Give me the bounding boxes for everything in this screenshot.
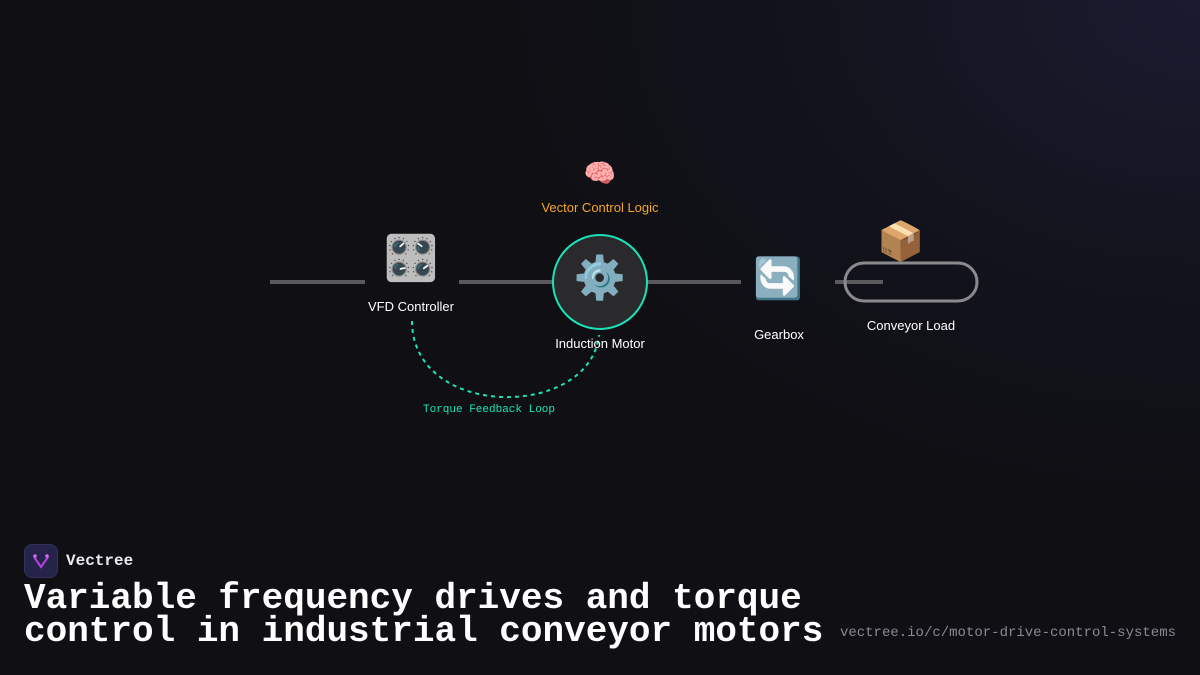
title-line-2: control in industrial conveyor motors	[24, 611, 824, 652]
node-label-gearbox: Gearbox	[754, 327, 804, 342]
conveyor-belt	[843, 261, 979, 303]
brand: Vectree	[24, 544, 133, 578]
brain-icon: 🧠	[583, 159, 617, 189]
title-line-1: Variable frequency drives and torque	[24, 578, 802, 619]
motor-circle	[552, 234, 648, 330]
gear-icon: ⚙️	[573, 253, 627, 302]
vectree-logo-icon	[24, 544, 58, 578]
cycle-arrows-icon: 🔄	[753, 256, 803, 302]
control-knobs-icon: 🎛️	[383, 233, 439, 284]
brand-name: Vectree	[66, 552, 134, 570]
control-logic-label: Vector Control Logic	[541, 200, 659, 215]
feedback-loop-path	[411, 320, 600, 398]
node-label-conveyor: Conveyor Load	[866, 318, 956, 333]
page-title: Variable frequency drives and torque con…	[24, 578, 824, 652]
source-url: vectree.io/c/motor-drive-control-systems	[839, 625, 1176, 641]
feedback-loop-label: Torque Feedback Loop	[422, 404, 556, 416]
node-label-vfd: VFD Controller	[368, 299, 454, 314]
package-icon: 📦	[877, 219, 925, 263]
node-label-motor: Induction Motor	[555, 336, 645, 351]
